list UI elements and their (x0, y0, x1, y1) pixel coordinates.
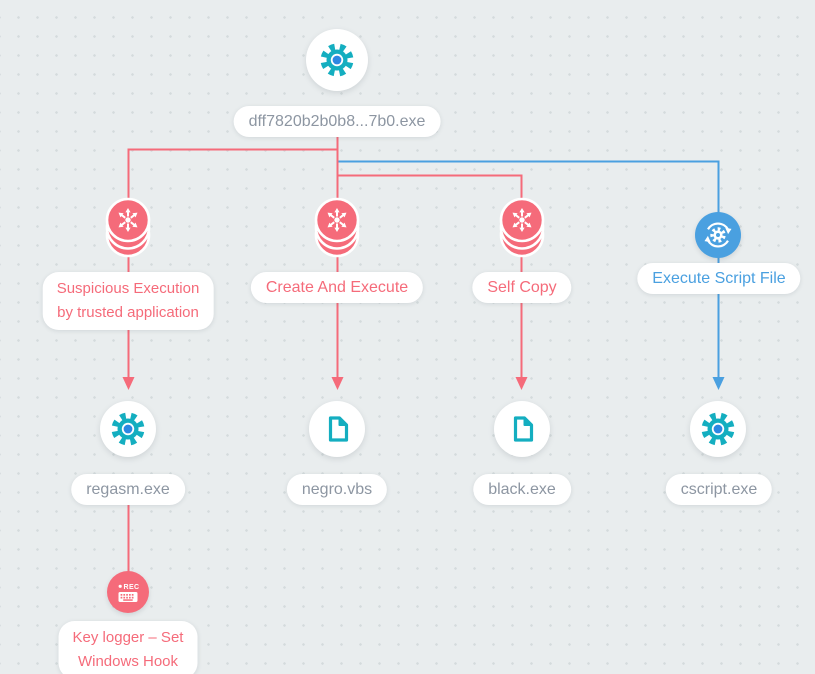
svg-text:REC: REC (124, 584, 140, 591)
behavior-node-execute-script-file[interactable] (695, 212, 741, 258)
behavior-node-create-and-execute[interactable] (311, 197, 363, 266)
process-name: cscript.exe (680, 481, 758, 498)
behavior-label-line: Suspicious Execution (56, 280, 200, 297)
behavior-node-suspicious-execution[interactable] (102, 197, 154, 266)
malware-spread-icon (499, 197, 545, 258)
alert-label-line: Windows Hook (77, 653, 179, 670)
gear-icon (698, 409, 738, 449)
arrowhead-down (515, 377, 528, 390)
root-process-name: dff7820b2b0b8...7b0.exe (248, 113, 426, 130)
gear-icon (108, 409, 148, 449)
alert-label-line: Key logger – Set (72, 629, 184, 646)
script-sync-gear-icon (704, 222, 732, 248)
keylogger-rec-icon: REC (118, 584, 140, 602)
alert-node-keylogger[interactable]: REC (107, 571, 149, 613)
process-label-negro-vbs[interactable]: negro.vbs (286, 474, 388, 505)
behavior-label-line: by trusted application (57, 304, 199, 321)
behavior-label-execute-script-file[interactable]: Execute Script File (637, 263, 801, 294)
file-icon (513, 416, 534, 442)
root-process-node[interactable] (306, 29, 368, 91)
malware-spread-icon (105, 197, 151, 258)
behavior-label-self-copy[interactable]: Self Copy (472, 272, 572, 303)
process-name: negro.vbs (301, 481, 373, 498)
arrowhead-down (331, 377, 344, 390)
behavior-label-line: Self Copy (487, 279, 557, 296)
process-node-cscript[interactable] (690, 401, 746, 457)
process-node-regasm[interactable] (100, 401, 156, 457)
process-name: regasm.exe (86, 481, 170, 498)
process-label-cscript[interactable]: cscript.exe (665, 474, 773, 505)
process-label-black-exe[interactable]: black.exe (473, 474, 571, 505)
arrowhead-down (122, 377, 135, 390)
behavior-label-create-and-execute[interactable]: Create And Execute (250, 272, 424, 303)
arrowhead-down (712, 377, 725, 390)
behavior-label-line: Create And Execute (265, 279, 409, 296)
alert-label-keylogger[interactable]: Key logger – Set Windows Hook (58, 621, 198, 674)
behavior-label-suspicious-execution[interactable]: Suspicious Execution by trusted applicat… (42, 272, 214, 330)
file-node-negro-vbs[interactable] (309, 401, 365, 457)
file-node-black-exe[interactable] (494, 401, 550, 457)
malware-spread-icon (314, 197, 360, 258)
process-name: black.exe (488, 481, 556, 498)
gear-icon (317, 40, 357, 80)
behavior-label-line: Execute Script File (652, 270, 786, 287)
root-process-label[interactable]: dff7820b2b0b8...7b0.exe (233, 106, 441, 137)
file-icon (328, 416, 349, 442)
process-label-regasm[interactable]: regasm.exe (71, 474, 185, 505)
behavior-node-self-copy[interactable] (496, 197, 548, 266)
